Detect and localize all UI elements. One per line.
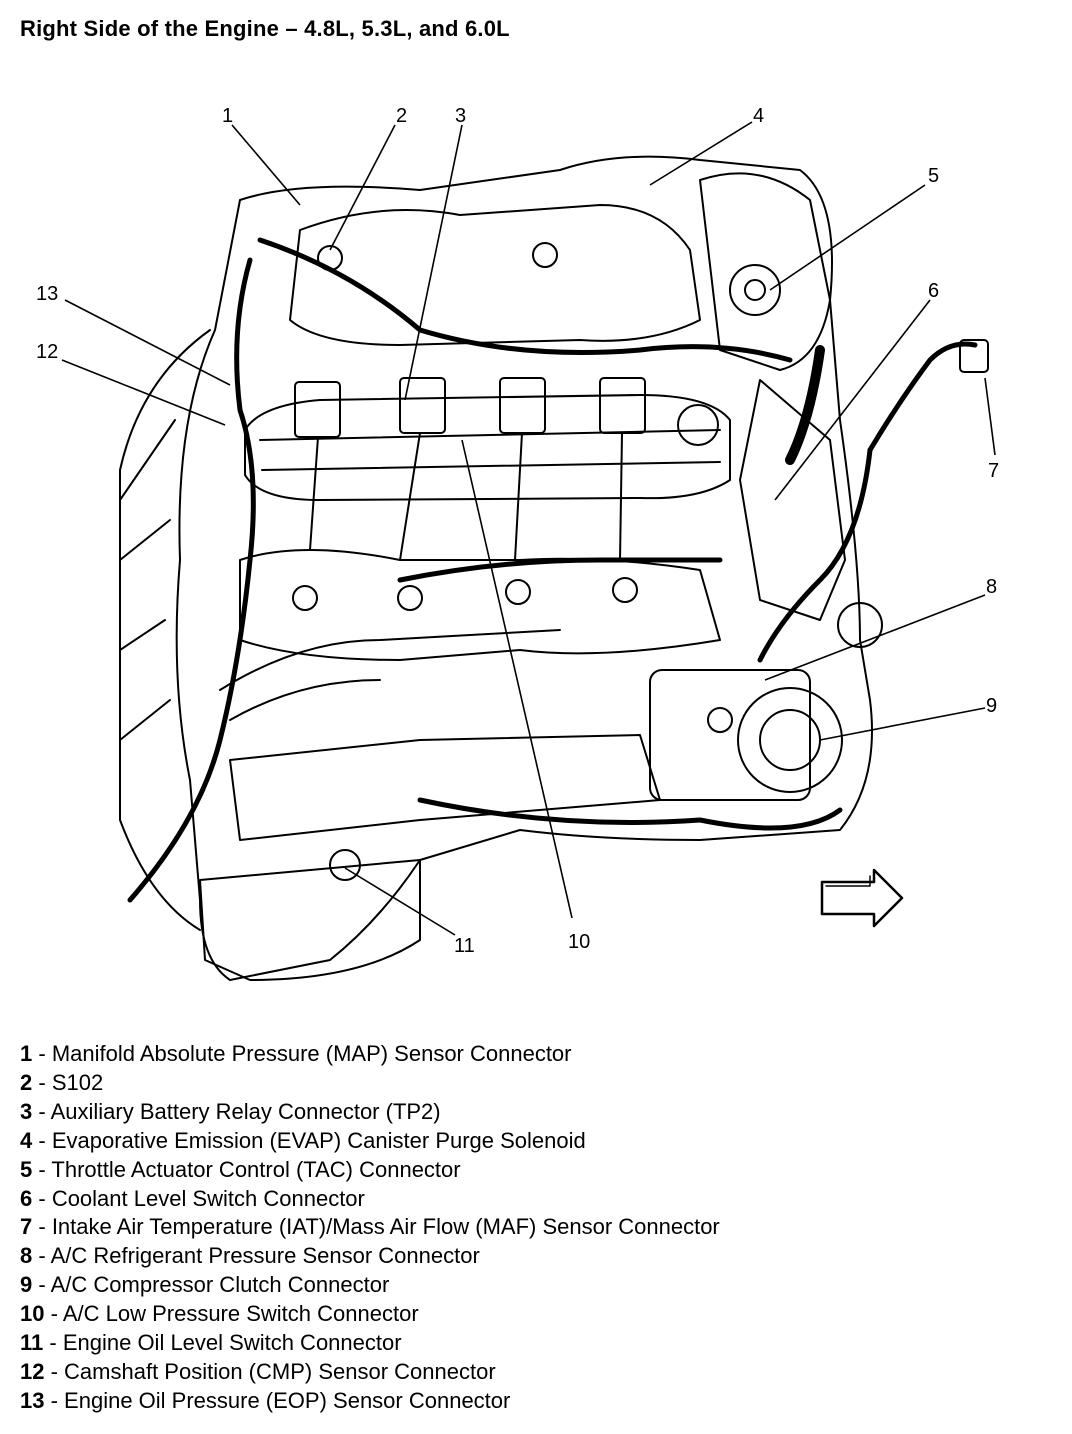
callout-8: 8 — [986, 576, 997, 598]
callout-4: 4 — [753, 105, 764, 127]
legend-separator: - — [32, 1243, 51, 1269]
callout-legend: 1 - Manifold Absolute Pressure (MAP) Sen… — [20, 1040, 1060, 1416]
legend-separator: - — [43, 1330, 63, 1356]
legend-separator: - — [32, 1156, 52, 1182]
callout-11: 11 — [454, 935, 475, 957]
legend-separator: - — [32, 1069, 52, 1095]
callout-5: 5 — [928, 165, 939, 187]
legend-item: 5 - Throttle Actuator Control (TAC) Conn… — [20, 1156, 1060, 1185]
diagram-title: Right Side of the Engine – 4.8L, 5.3L, a… — [20, 16, 510, 41]
legend-label: A/C Refrigerant Pressure Sensor Connecto… — [50, 1243, 480, 1269]
legend-item: 13 - Engine Oil Pressure (EOP) Sensor Co… — [20, 1387, 1060, 1416]
legend-number: 1 — [20, 1041, 33, 1066]
legend-label: Intake Air Temperature (IAT)/Mass Air Fl… — [51, 1214, 720, 1240]
legend-label: Auxiliary Battery Relay Connector (TP2) — [50, 1098, 441, 1124]
legend-item: 2 - S102 — [20, 1069, 1060, 1098]
legend-number: 6 — [20, 1185, 33, 1211]
legend-number: 12 — [20, 1358, 45, 1384]
legend-separator: - — [44, 1301, 63, 1327]
legend-separator: - — [32, 1127, 52, 1153]
legend-item: 7 - Intake Air Temperature (IAT)/Mass Ai… — [20, 1213, 1060, 1242]
callout-7: 7 — [988, 460, 999, 482]
legend-item: 10 - A/C Low Pressure Switch Connector — [20, 1300, 1060, 1329]
legend-number: 9 — [20, 1272, 33, 1298]
legend-number: 7 — [20, 1214, 33, 1240]
legend-item: 3 - Auxiliary Battery Relay Connector (T… — [20, 1098, 1060, 1127]
legend-label: Engine Oil Level Switch Connector — [62, 1330, 402, 1356]
legend-label: S102 — [51, 1069, 104, 1095]
legend-label: Engine Oil Pressure (EOP) Sensor Connect… — [64, 1387, 511, 1413]
legend-number: 4 — [20, 1127, 33, 1153]
callout-13: 13 — [36, 283, 58, 305]
callout-labels: 1 2 3 4 5 6 7 8 9 10 11 12 13 — [36, 105, 999, 957]
legend-separator: - — [44, 1358, 65, 1384]
callout-6: 6 — [928, 280, 939, 302]
legend-number: 13 — [20, 1387, 45, 1413]
legend-label: Coolant Level Switch Connector — [51, 1185, 365, 1211]
legend-item: 6 - Coolant Level Switch Connector — [20, 1185, 1060, 1214]
engine-illustration — [119, 155, 989, 981]
legend-number: 2 — [20, 1069, 33, 1095]
engine-diagram: 1 2 3 4 5 6 7 8 9 10 11 12 13 — [36, 105, 999, 981]
callout-10: 10 — [568, 931, 590, 953]
legend-label: A/C Compressor Clutch Connector — [50, 1272, 390, 1298]
legend-separator: - — [32, 1185, 52, 1211]
legend-number: 8 — [20, 1243, 33, 1269]
legend-number: 10 — [20, 1301, 45, 1327]
legend-item: 11 - Engine Oil Level Switch Connector — [20, 1329, 1060, 1358]
legend-item: 1 - Manifold Absolute Pressure (MAP) Sen… — [20, 1040, 1060, 1069]
callout-3: 3 — [455, 105, 466, 127]
legend-item: 4 - Evaporative Emission (EVAP) Canister… — [20, 1127, 1060, 1156]
legend-number: 5 — [20, 1156, 33, 1182]
legend-separator: - — [44, 1387, 65, 1413]
direction-arrow-icon — [820, 868, 904, 928]
legend-item: 12 - Camshaft Position (CMP) Sensor Conn… — [20, 1358, 1060, 1387]
callout-1: 1 — [222, 105, 233, 127]
legend-item: 8 - A/C Refrigerant Pressure Sensor Conn… — [20, 1242, 1060, 1271]
legend-separator: - — [32, 1098, 51, 1124]
legend-label: A/C Low Pressure Switch Connector — [62, 1301, 419, 1327]
legend-label: Evaporative Emission (EVAP) Canister Pur… — [51, 1127, 586, 1153]
legend-separator: - — [32, 1041, 52, 1066]
legend-label: Throttle Actuator Control (TAC) Connecto… — [51, 1156, 461, 1182]
callout-9: 9 — [986, 695, 997, 717]
legend-separator: - — [32, 1272, 51, 1298]
callout-12: 12 — [36, 341, 58, 363]
legend-label: Camshaft Position (CMP) Sensor Connector — [64, 1358, 496, 1384]
legend-label: Manifold Absolute Pressure (MAP) Sensor … — [51, 1041, 572, 1066]
legend-number: 11 — [20, 1330, 44, 1356]
leader-lines — [61, 121, 996, 936]
legend-number: 3 — [20, 1098, 33, 1124]
callout-2: 2 — [396, 105, 407, 127]
legend-item: 9 - A/C Compressor Clutch Connector — [20, 1271, 1060, 1300]
legend-separator: - — [32, 1214, 52, 1240]
